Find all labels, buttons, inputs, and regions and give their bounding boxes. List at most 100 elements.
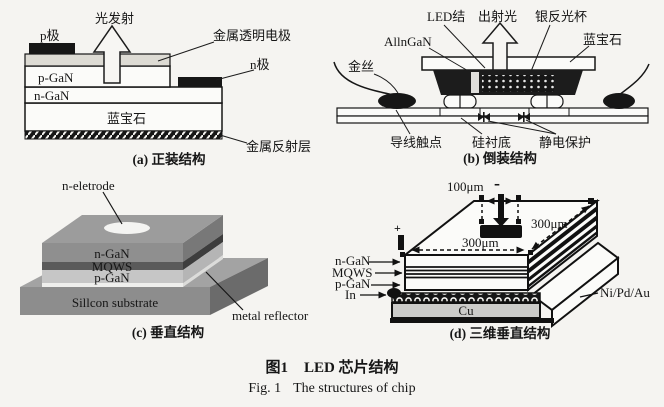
- chip-front-face: [404, 254, 529, 291]
- label-gold-wire: 金丝: [348, 59, 374, 74]
- figure-caption-zh: 图1 LED 芯片结构: [0, 356, 664, 377]
- figure-title-zh: LED 芯片结构: [303, 360, 399, 376]
- base-plate-3d: [390, 241, 620, 329]
- mqws-right-face: [183, 234, 223, 270]
- label-metal-reflective-layer: 金属反射层: [246, 139, 311, 154]
- chip-layer-stack: [24, 43, 223, 140]
- label-p-gan: p-GaN: [38, 70, 74, 85]
- label-n-electrode: n-eletrode: [62, 178, 115, 193]
- label-metal-transparent-electrode: 金属透明电极: [213, 28, 291, 43]
- indium-layer: [391, 292, 541, 303]
- metal-reflector-stripe-side: [183, 255, 223, 287]
- n-gan-right-face: [183, 215, 223, 262]
- panel-b-caption: (b) 倒装结构: [463, 150, 537, 166]
- label-ni-pd-au: Ni/Pd/Au: [600, 285, 650, 300]
- leader-silver-cup: [524, 24, 551, 87]
- dimension-annotations: [398, 195, 594, 257]
- silicon-substrate-base: [336, 115, 649, 124]
- substrate-front-face: [20, 287, 210, 315]
- leader-sapphire: [569, 45, 590, 63]
- label-light-emission: 光发射: [95, 11, 134, 26]
- panel-c-vertical-structure: n-eletrode n-GaN MQWS p-GaN Sillcon subs…: [20, 178, 309, 340]
- panel-a-caption: (a) 正装结构: [132, 151, 205, 167]
- label-n-gan: n-GaN: [34, 88, 70, 103]
- label-indium: In: [345, 287, 356, 302]
- figure-caption-en: Fig. 1 The structures of chip: [0, 381, 664, 397]
- dim-arrow-300um-diagonal: [531, 205, 590, 250]
- label-sapphire: 蓝宝石: [107, 111, 146, 126]
- label-plus-terminal: +: [394, 221, 401, 235]
- wire-contact-blob-left: [378, 93, 416, 109]
- metal-reflective-layer: [24, 130, 223, 140]
- front-face-layer-lines: [405, 266, 528, 279]
- label-mqws: MQWS: [332, 265, 372, 280]
- layer-pointer-arrows: [360, 258, 599, 299]
- label-p-gan: p-GaN: [94, 270, 130, 285]
- p-gan-front-face: [42, 270, 183, 283]
- figure-title-en: The structures of chip: [293, 381, 416, 396]
- led-junction-region: [482, 75, 554, 92]
- metal-reflector-stripe: [42, 283, 183, 287]
- esd-diode-1b: [484, 113, 490, 121]
- label-mqws: MQWS: [92, 259, 132, 274]
- esd-diode-2: [518, 113, 524, 121]
- label-sapphire: 蓝宝石: [583, 32, 622, 47]
- panel-d-caption: (d) 三维垂直结构: [450, 325, 551, 341]
- minus-probe-bar: [498, 194, 504, 220]
- figure-number-en: Fig. 1: [248, 381, 282, 396]
- indium-blob: [387, 288, 401, 298]
- label-n-electrode: n极: [250, 57, 270, 72]
- label-metal-reflector: metal reflector: [232, 308, 309, 323]
- leader-silicon-substrate: [460, 117, 483, 135]
- n-electrode-pad: [104, 222, 150, 234]
- esd-diodes: [478, 112, 530, 122]
- label-silicon-substrate: 硅衬底: [472, 135, 511, 150]
- p-electrode-block: [29, 43, 75, 54]
- label-300um-diagonal: 300μm: [531, 216, 568, 231]
- wire-contact-blob-right: [603, 93, 635, 109]
- label-emitted-light: 出射光: [478, 9, 517, 24]
- leader-alingan: [428, 47, 471, 73]
- cup-gap: [471, 72, 479, 93]
- gold-wire-right: [618, 63, 650, 96]
- label-300um-front: 300μm: [462, 235, 499, 250]
- label-copper: Cu: [458, 303, 474, 318]
- n-gan-front-face: [42, 243, 183, 262]
- esd-bar-1: [483, 112, 485, 122]
- label-p-gan: p-GaN: [335, 276, 371, 291]
- leader-transparent-electrode: [157, 41, 215, 62]
- transparent-electrode-layer: [24, 53, 171, 67]
- copper-layer: [391, 302, 541, 319]
- label-alingan: AllnGaN: [384, 34, 432, 49]
- leader-esd-2: [525, 119, 557, 135]
- vertical-chip-3d: [20, 215, 268, 315]
- label-silicon-substrate: Sillcon substrate: [72, 295, 159, 310]
- plus-probe-bar: [398, 235, 404, 250]
- leader-led-junction: [443, 24, 486, 69]
- emitted-light-arrow: [481, 21, 519, 71]
- top-electrode-pad: [480, 225, 522, 238]
- panel-b-flip-chip-structure: LED结 出射光 银反光杯 AllnGaN 蓝宝石 金丝 导线触点 硅衬底 静电…: [333, 9, 650, 166]
- label-n-gan: n-GaN: [94, 246, 130, 261]
- mqws-front-face: [42, 262, 183, 270]
- substrate-right-face: [210, 258, 268, 315]
- leader-metal-reflective: [219, 134, 248, 144]
- base-plate-front-edge: [390, 318, 554, 323]
- figure-number-zh: 图1: [265, 360, 288, 376]
- leader-n-electrode: [215, 69, 255, 81]
- esd-diode-2b: [524, 113, 530, 121]
- light-emission-arrow: [92, 24, 132, 84]
- p-gan-right-face: [183, 242, 223, 283]
- label-led-junction: LED结: [427, 9, 465, 24]
- label-esd-protection: 静电保护: [539, 135, 591, 150]
- sapphire-layer: [24, 102, 223, 132]
- label-p-electrode: p极: [40, 28, 60, 43]
- leader-metal-reflector: [205, 271, 244, 311]
- flip-chip-assembly: [333, 21, 650, 124]
- leader-ni-pd-au: [579, 292, 599, 298]
- gold-wire-left: [333, 61, 395, 96]
- esd-diode-1: [478, 113, 484, 121]
- solder-bumps: [443, 94, 564, 109]
- dim-corner-squares: [400, 195, 594, 257]
